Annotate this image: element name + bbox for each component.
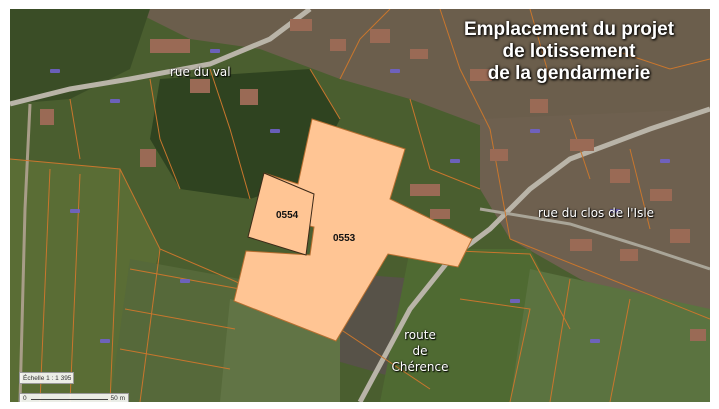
- parcel-marker-icon: [100, 339, 110, 343]
- parcel-marker-icon: [590, 339, 600, 343]
- scale-ratio: Échelle 1 : 1 395: [19, 372, 74, 384]
- parcel-marker-icon: [180, 279, 190, 283]
- parcel-marker-icon: [110, 99, 120, 103]
- scale-zero: 0: [23, 395, 27, 402]
- parcel-shapes: [233, 118, 473, 342]
- title-line-2: de lotissement: [502, 41, 636, 62]
- parcel-marker-icon: [530, 129, 540, 133]
- scale-distance: 50 m: [110, 395, 125, 402]
- parcel-marker-icon: [450, 159, 460, 163]
- parcel-marker-icon: [660, 159, 670, 163]
- title-line-3: de la gendarmerie: [487, 63, 651, 84]
- scale-bar: 0 50 m: [19, 393, 129, 402]
- title-line-1: Emplacement du projet: [463, 19, 675, 40]
- street-label-route-de-cherence: route de Chérence: [380, 327, 460, 375]
- parcel-marker-icon: [210, 49, 220, 53]
- parcel-0554-shape: [247, 172, 315, 256]
- map-view[interactable]: Emplacement du projet de lotissement de …: [10, 9, 710, 402]
- parcel-marker-icon: [50, 69, 60, 73]
- route-line-1: route: [404, 328, 436, 342]
- map-title: Emplacement du projet de lotissement de …: [444, 19, 694, 85]
- parcel-marker-icon: [510, 299, 520, 303]
- parcel-marker-icon: [70, 209, 80, 213]
- street-label-rue-du-val: rue du val: [170, 65, 231, 79]
- scale-line: [31, 399, 108, 400]
- parcel-label-0554: 0554: [276, 210, 299, 221]
- parcel-marker-icon: [610, 209, 620, 213]
- parcel-marker-icon: [390, 69, 400, 73]
- route-line-2: de: [412, 344, 428, 358]
- parcel-label-0553: 0553: [333, 233, 356, 244]
- street-label-rue-du-clos: rue du clos de l'Isle: [538, 206, 655, 220]
- parcel-marker-icon: [270, 129, 280, 133]
- route-line-3: Chérence: [391, 360, 449, 374]
